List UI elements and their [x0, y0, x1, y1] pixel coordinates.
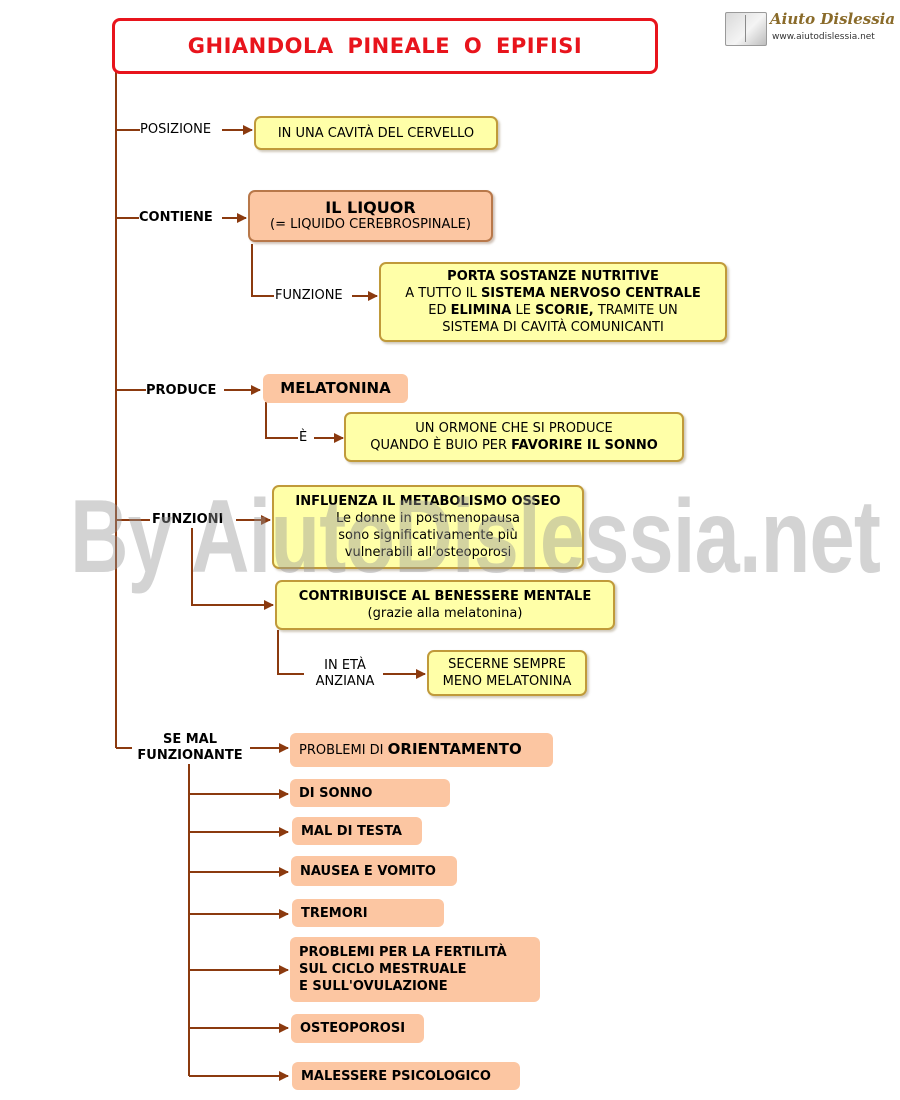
mentale-sub: (grazie alla melatonina) [367, 606, 523, 621]
box-malessere-psicologico: MALESSERE PSICOLOGICO [292, 1062, 520, 1090]
osseo-line3: vulnerabili all'osteoporosi [344, 545, 512, 560]
page-title: GHIANDOLA PINEALE O EPIFISI [112, 18, 658, 74]
box-posizione: IN UNA CAVITÀ DEL CERVELLO [254, 116, 498, 150]
box-osteoporosi: OSTEOPOROSI [291, 1014, 424, 1043]
label-funzione: FUNZIONE [275, 288, 343, 304]
label-posizione: POSIZIONE [140, 122, 212, 138]
fertilita-line3: E SULL'OVULAZIONE [299, 979, 448, 994]
box-fertilita: PROBLEMI PER LA FERTILITÀ SUL CICLO MEST… [290, 937, 540, 1002]
orientamento-text: PROBLEMI DI ORIENTAMENTO [299, 740, 522, 759]
funzione-line2: A TUTTO IL SISTEMA NERVOSO CENTRALE [405, 286, 701, 301]
liquor-title: IL LIQUOR [325, 198, 416, 217]
box-liquor: IL LIQUOR (= LIQUIDO CEREBROSPINALE) [248, 190, 493, 242]
liquor-sub: (= LIQUIDO CEREBROSPINALE) [270, 217, 471, 232]
label-produce: PRODUCE [146, 383, 217, 399]
box-metabolismo-osseo: INFLUENZA IL METABOLISMO OSSEO Le donne … [272, 485, 584, 569]
funzione-line4: SISTEMA DI CAVITÀ COMUNICANTI [442, 320, 664, 335]
fertilita-line2: SUL CICLO MESTRUALE [299, 962, 467, 977]
box-melatonina: MELATONINA [263, 374, 408, 403]
sonno-text: DI SONNO [299, 785, 373, 801]
nausea-text: NAUSEA E VOMITO [300, 863, 436, 879]
mal-di-testa-text: MAL DI TESTA [301, 823, 402, 839]
box-tremori: TREMORI [292, 899, 444, 927]
mentale-title: CONTRIBUISCE AL BENESSERE MENTALE [298, 589, 592, 604]
funzione-line3: ED ELIMINA LE SCORIE, TRAMITE UN [428, 303, 678, 318]
site-logo: Aiuto Dislessia www.aiutodislessia.net [725, 10, 895, 48]
label-contiene: CONTIENE [139, 210, 213, 226]
osseo-line2: sono significativamente più [338, 528, 518, 543]
label-se-mal-funzionante: SE MAL FUNZIONANTE [132, 732, 248, 764]
ormone-line1: UN ORMONE CHE SI PRODUCE [415, 421, 613, 436]
logo-url: www.aiutodislessia.net [772, 32, 875, 42]
fertilita-line1: PROBLEMI PER LA FERTILITÀ [299, 945, 507, 960]
box-posizione-text: IN UNA CAVITÀ DEL CERVELLO [277, 125, 475, 141]
box-benessere-mentale: CONTRIBUISCE AL BENESSERE MENTALE (grazi… [275, 580, 615, 630]
label-funzioni: FUNZIONI [152, 512, 224, 528]
osseo-title: INFLUENZA IL METABOLISMO OSSEO [295, 494, 561, 509]
ormone-line2: QUANDO È BUIO PER FAVORIRE IL SONNO [370, 438, 658, 453]
label-e: È [299, 430, 308, 446]
box-funzione-liquor: PORTA SOSTANZE NUTRITIVE A TUTTO IL SIST… [379, 262, 727, 342]
box-secerne: SECERNE SEMPRE MENO MELATONINA [427, 650, 587, 696]
box-orientamento: PROBLEMI DI ORIENTAMENTO [290, 733, 553, 767]
osteoporosi-text: OSTEOPOROSI [300, 1021, 406, 1036]
malessere-text: MALESSERE PSICOLOGICO [301, 1068, 491, 1084]
osseo-line1: Le donne in postmenopausa [335, 511, 521, 526]
funzione-line1: PORTA SOSTANZE NUTRITIVE [447, 269, 659, 284]
melatonina-text: MELATONINA [280, 379, 391, 397]
box-mal-di-testa: MAL DI TESTA [292, 817, 422, 845]
tremori-text: TREMORI [301, 905, 368, 921]
box-nausea: NAUSEA E VOMITO [291, 856, 457, 886]
label-eta-anziana: IN ETÀ ANZIANA [308, 658, 382, 690]
secerne-line1: SECERNE SEMPRE [448, 657, 566, 672]
book-icon [725, 12, 767, 46]
secerne-line2: MENO MELATONINA [442, 674, 572, 689]
box-sonno: DI SONNO [290, 779, 450, 807]
logo-name: Aiuto Dislessia [770, 10, 896, 28]
box-ormone: UN ORMONE CHE SI PRODUCE QUANDO È BUIO P… [344, 412, 684, 462]
